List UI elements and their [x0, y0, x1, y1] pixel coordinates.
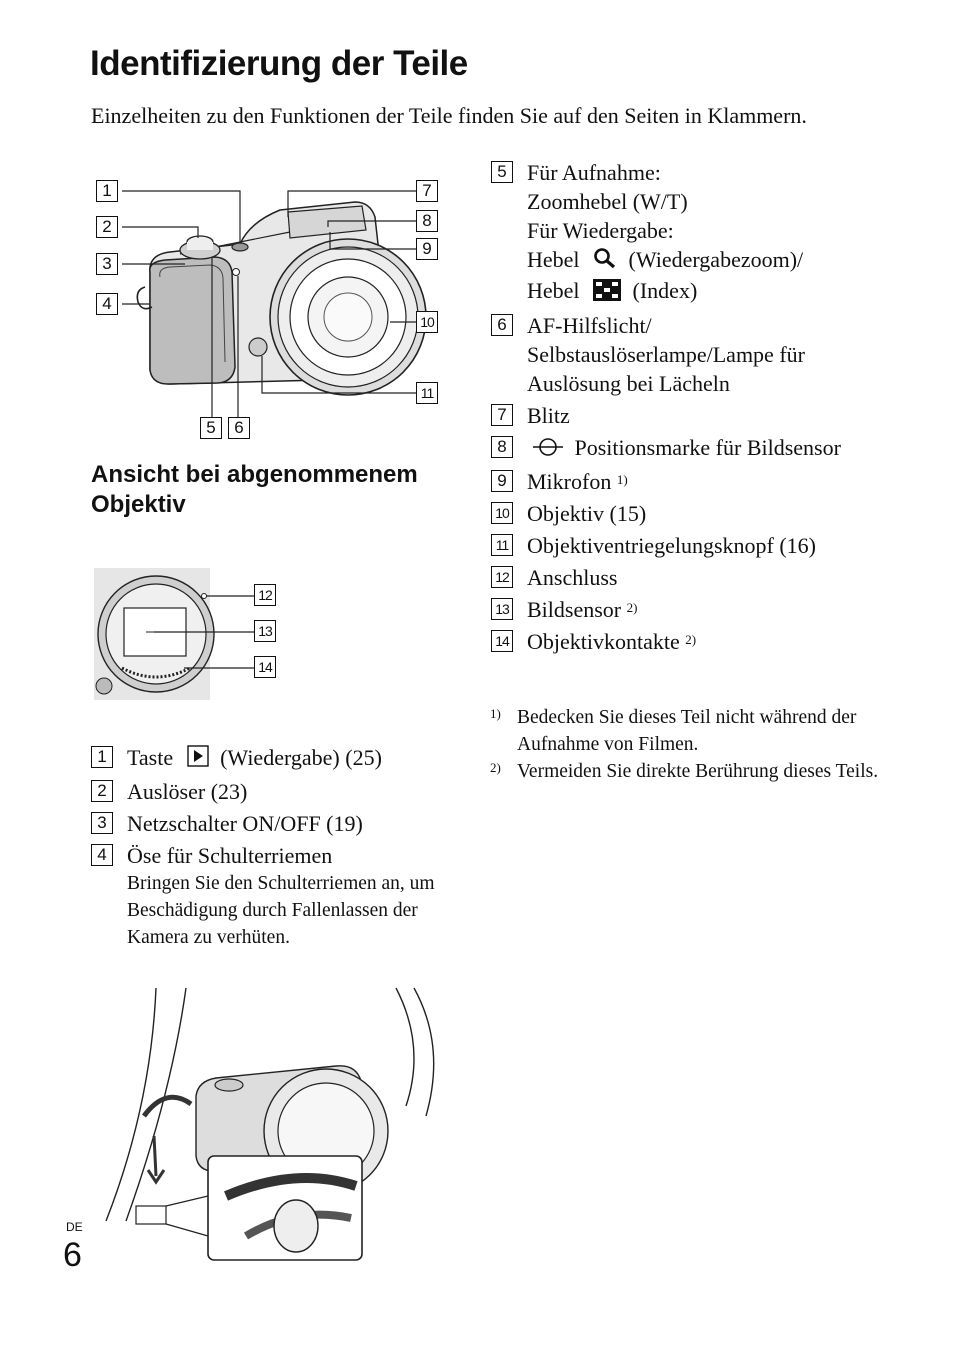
figure-label-1: 1 — [96, 180, 118, 202]
parts-list-left: 1 Taste (Wiedergabe) (25) 2 Auslöser (23… — [91, 743, 451, 954]
list-item: 9 Mikrofon 1) — [491, 467, 891, 496]
item-number: 4 — [91, 844, 113, 867]
play-icon — [186, 745, 209, 774]
list-item: 13 Bildsensor 2) — [491, 595, 891, 624]
list-item: 14 Objektivkontakte 2) — [491, 627, 891, 656]
footnote-ref: 1) — [616, 472, 628, 488]
footnote-ref: 2) — [626, 600, 638, 616]
list-item: 5 Für Aufnahme: Zoomhebel (W/T) Für Wied… — [491, 158, 891, 308]
page-title: Identifizierung der Teile — [90, 44, 468, 83]
lens-mount-illustration — [94, 568, 254, 700]
footnote: 2) Vermeiden Sie direkte Berührung diese… — [490, 760, 879, 782]
item-number: 6 — [491, 313, 513, 336]
list-item: 8 Positionsmarke für Bildsensor — [491, 433, 891, 464]
strap-attachment-illustration — [105, 987, 435, 1261]
list-item: 10 Objektiv (15) — [491, 499, 891, 528]
figure-label-5: 5 — [200, 417, 222, 439]
item-number: 7 — [491, 403, 513, 426]
figure-label-11: 11 — [416, 382, 438, 404]
camera-front-illustration — [122, 190, 427, 417]
language-tag: DE — [66, 1220, 83, 1234]
figure-label-4: 4 — [96, 293, 118, 315]
item-number: 8 — [491, 435, 513, 458]
list-item: 1 Taste (Wiedergabe) (25) — [91, 743, 451, 774]
index-grid-icon — [593, 278, 622, 308]
figure-label-14: 14 — [254, 656, 276, 678]
item-number: 14 — [491, 630, 513, 653]
figure-label-7: 7 — [416, 180, 438, 202]
figure-label-13: 13 — [254, 620, 276, 642]
figure-label-2: 2 — [96, 216, 118, 238]
sensor-mark-icon — [533, 435, 563, 464]
list-item: 6 AF-Hilfslicht/ Selbstauslöserlampe/Lam… — [491, 311, 891, 398]
item-note: Bringen Sie den Schulterriemen an, um Be… — [127, 873, 435, 949]
list-item: 4 Öse für Schulterriemen Bringen Sie den… — [91, 841, 451, 951]
item-number: 1 — [91, 746, 113, 768]
footnote-ref: 2) — [685, 632, 697, 648]
item-number: 12 — [491, 566, 513, 589]
list-item: 12 Anschluss — [491, 563, 891, 592]
section-subheading: Ansicht bei abgenommenem Objektiv — [91, 461, 418, 518]
list-item: 2 Auslöser (23) — [91, 777, 451, 806]
magnify-icon — [593, 247, 617, 276]
figure-label-10: 10 — [416, 311, 438, 333]
figure-label-9: 9 — [416, 238, 438, 260]
list-item: 11 Objektiventriegelungsknopf (16) — [491, 531, 891, 560]
parts-list-right: 5 Für Aufnahme: Zoomhebel (W/T) Für Wied… — [491, 158, 891, 659]
figure-label-3: 3 — [96, 253, 118, 275]
item-number: 13 — [491, 598, 513, 621]
item-number: 2 — [91, 780, 113, 803]
figure-label-6: 6 — [228, 417, 250, 439]
item-number: 3 — [91, 812, 113, 835]
item-number: 5 — [491, 161, 513, 183]
item-number: 10 — [491, 502, 513, 525]
page-number: 6 — [63, 1236, 82, 1274]
item-number: 11 — [491, 534, 513, 557]
list-item: 7 Blitz — [491, 401, 891, 430]
intro-text: Einzelheiten zu den Funktionen der Teile… — [91, 103, 807, 128]
item-number: 9 — [491, 470, 513, 493]
figure-label-8: 8 — [416, 210, 438, 232]
figure-label-12: 12 — [254, 584, 276, 606]
list-item: 3 Netzschalter ON/OFF (19) — [91, 809, 451, 838]
footnote: 1) Bedecken Sie dieses Teil nicht währen… — [490, 706, 857, 755]
